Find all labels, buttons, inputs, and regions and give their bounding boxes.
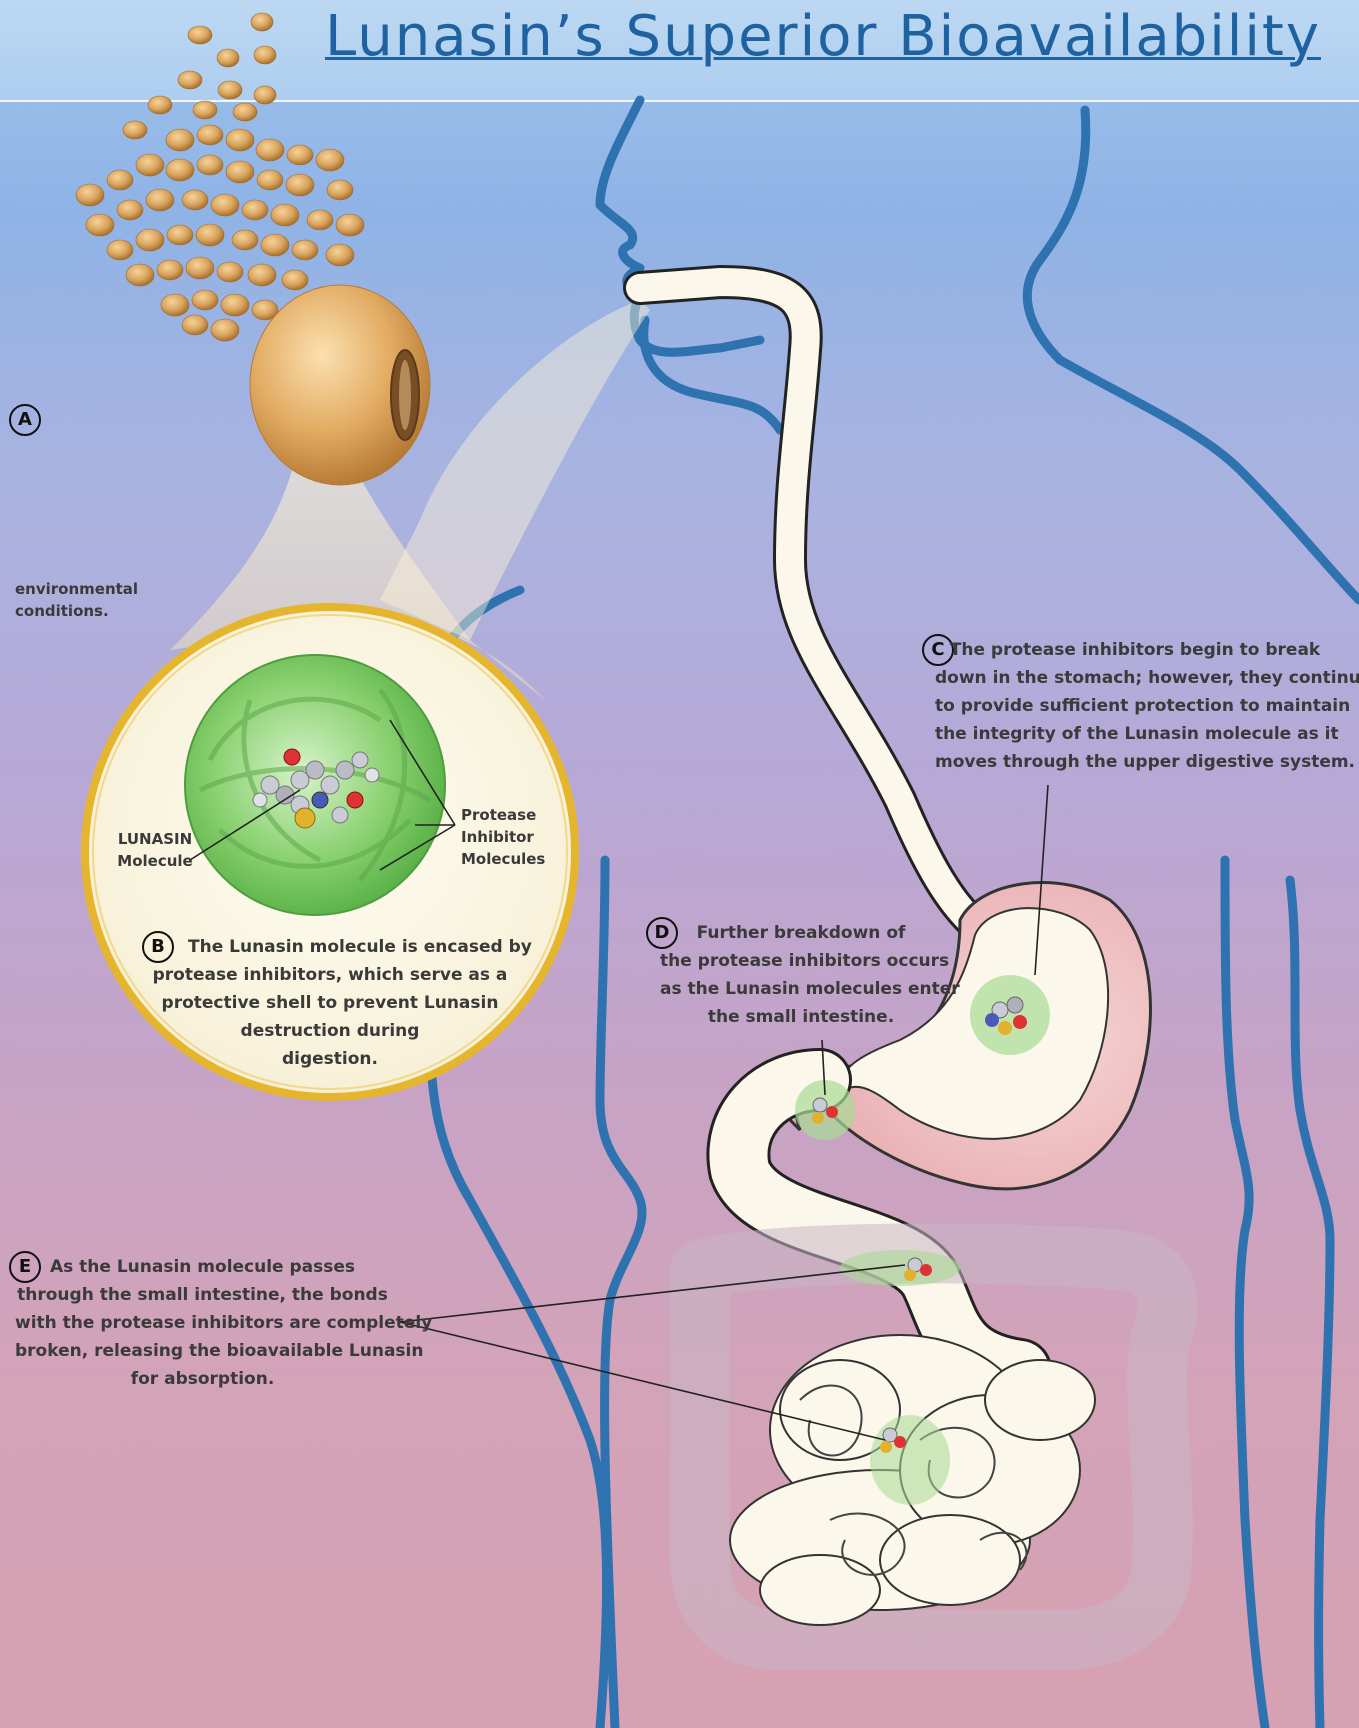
intestine-molecule-cluster-2 — [870, 1415, 950, 1505]
section-c-line: down in the stomach; however, they conti… — [935, 664, 1335, 692]
section-a-badge: A — [9, 404, 41, 436]
section-b-line: destruction during — [150, 1017, 510, 1045]
protease-label-line: Protease — [461, 804, 545, 826]
protease-label-line: Molecules — [461, 848, 545, 870]
protease-label-line: Inhibitor — [461, 826, 545, 848]
section-d-line: the small intestine. — [660, 1003, 942, 1031]
section-e-line: broken, releasing the bioavailable Lunas… — [15, 1337, 390, 1365]
lunasin-label-line: LUNASIN — [112, 828, 198, 850]
section-d-caption: Further breakdown of the protease inhibi… — [660, 919, 942, 1031]
section-c-line: the integrity of the Lunasin molecule as… — [935, 720, 1335, 748]
section-a-line: environmental — [15, 578, 138, 600]
lunasin-molecule-label: LUNASIN Molecule — [112, 828, 198, 872]
section-e-line: through the small intestine, the bonds — [15, 1281, 390, 1309]
section-c-line: The protease inhibitors begin to break — [935, 636, 1335, 664]
section-e-line: for absorption. — [15, 1365, 390, 1393]
section-d-line: as the Lunasin molecules enter — [660, 975, 942, 1003]
soybean-seed — [250, 285, 430, 485]
intestine-molecule-cluster-1 — [840, 1250, 960, 1286]
section-b-caption: The Lunasin molecule is encased by prote… — [150, 933, 510, 1073]
section-b-line: The Lunasin molecule is encased by — [150, 933, 510, 961]
lunasin-label-line: Molecule — [112, 850, 198, 872]
section-c-line: to provide sufficient protection to main… — [935, 692, 1335, 720]
section-a-line: conditions. — [15, 600, 138, 622]
section-e-line: with the protease inhibitors are complet… — [15, 1309, 390, 1337]
section-d-line: the protease inhibitors occurs — [660, 947, 942, 975]
section-b-line: protective shell to prevent Lunasin — [150, 989, 510, 1017]
section-e-caption: As the Lunasin molecule passes through t… — [15, 1253, 390, 1393]
protease-inhibitor-label: Protease Inhibitor Molecules — [461, 804, 545, 870]
digestive-tract — [640, 282, 1150, 1370]
section-e-line: As the Lunasin molecule passes — [15, 1253, 390, 1281]
section-b-line: digestion. — [150, 1045, 510, 1073]
stomach-molecule-cluster — [970, 975, 1050, 1055]
section-b-line: protease inhibitors, which serve as a — [150, 961, 510, 989]
section-d-line: Further breakdown of — [660, 919, 942, 947]
section-a-text: environmental conditions. — [15, 578, 138, 622]
section-c-caption: The protease inhibitors begin to break d… — [935, 636, 1335, 776]
section-c-line: moves through the upper digestive system… — [935, 748, 1335, 776]
